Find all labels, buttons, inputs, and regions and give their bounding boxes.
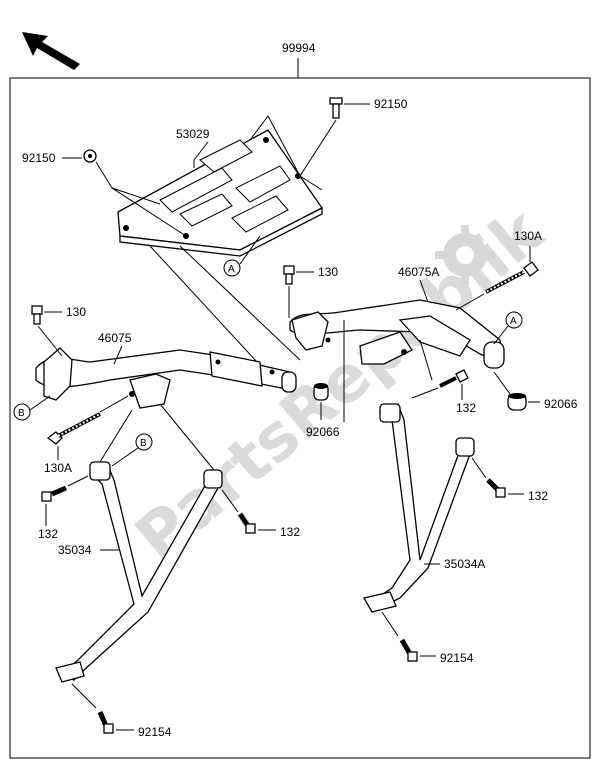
label-35034a: 35034A — [444, 557, 485, 571]
bolt-132-right-b — [486, 478, 506, 498]
label-130-mid: 130 — [318, 265, 338, 279]
callout-b-mid: B — [135, 433, 153, 451]
label-132-left-a: 132 — [38, 527, 58, 541]
label-132-right-b: 132 — [528, 489, 548, 503]
grommet-92066-left — [313, 383, 329, 401]
gear-icon — [435, 225, 495, 285]
assembly-frame — [9, 77, 591, 759]
label-92154-right: 92154 — [440, 651, 474, 665]
bolt-92154-left — [97, 711, 114, 734]
label-46075a: 46075A — [398, 265, 439, 279]
nut-92150-left — [83, 149, 97, 163]
label-92066-left: 92066 — [306, 425, 340, 439]
bolt-130a-left — [46, 412, 101, 445]
bracket-46075 — [35, 347, 297, 409]
label-35034: 35034 — [58, 543, 92, 557]
label-130a-right: 130A — [514, 229, 542, 243]
label-92150-top: 92150 — [374, 97, 408, 111]
label-92066-right: 92066 — [544, 397, 578, 411]
bolt-132-left-a — [41, 485, 67, 502]
svg-text:B: B — [140, 438, 147, 449]
label-46075: 46075 — [98, 331, 132, 345]
direction-arrow-icon — [22, 32, 80, 70]
assembly-number: 99994 — [282, 41, 316, 55]
label-130a-left: 130A — [44, 461, 72, 475]
label-130-left: 130 — [66, 305, 86, 319]
label-92150-left: 92150 — [22, 151, 56, 165]
stay-35034 — [55, 461, 223, 683]
svg-text:A: A — [228, 264, 235, 275]
callout-a-top: A — [223, 259, 241, 277]
grommet-92066-right — [507, 393, 527, 411]
callout-a-right: A — [505, 311, 523, 329]
bracket-46075a — [289, 299, 505, 369]
bolt-92154-right — [399, 638, 418, 662]
carrier-plate-53029 — [117, 129, 323, 257]
stay-35034a — [363, 403, 475, 613]
bolt-132-right-a — [439, 369, 469, 388]
label-53029: 53029 — [176, 127, 210, 141]
label-132-left-b: 132 — [280, 525, 300, 539]
bolt-130-left — [31, 305, 43, 325]
bolt-92150-top — [329, 97, 343, 119]
bolt-132-left-b — [237, 512, 256, 534]
bolt-130a-right — [485, 261, 539, 294]
bolt-130-mid — [283, 265, 295, 285]
label-132-right-a: 132 — [456, 401, 476, 415]
svg-text:B: B — [18, 408, 25, 419]
label-92154-left: 92154 — [138, 725, 172, 739]
svg-text:A: A — [510, 316, 517, 327]
callout-b-left: B — [13, 403, 31, 421]
